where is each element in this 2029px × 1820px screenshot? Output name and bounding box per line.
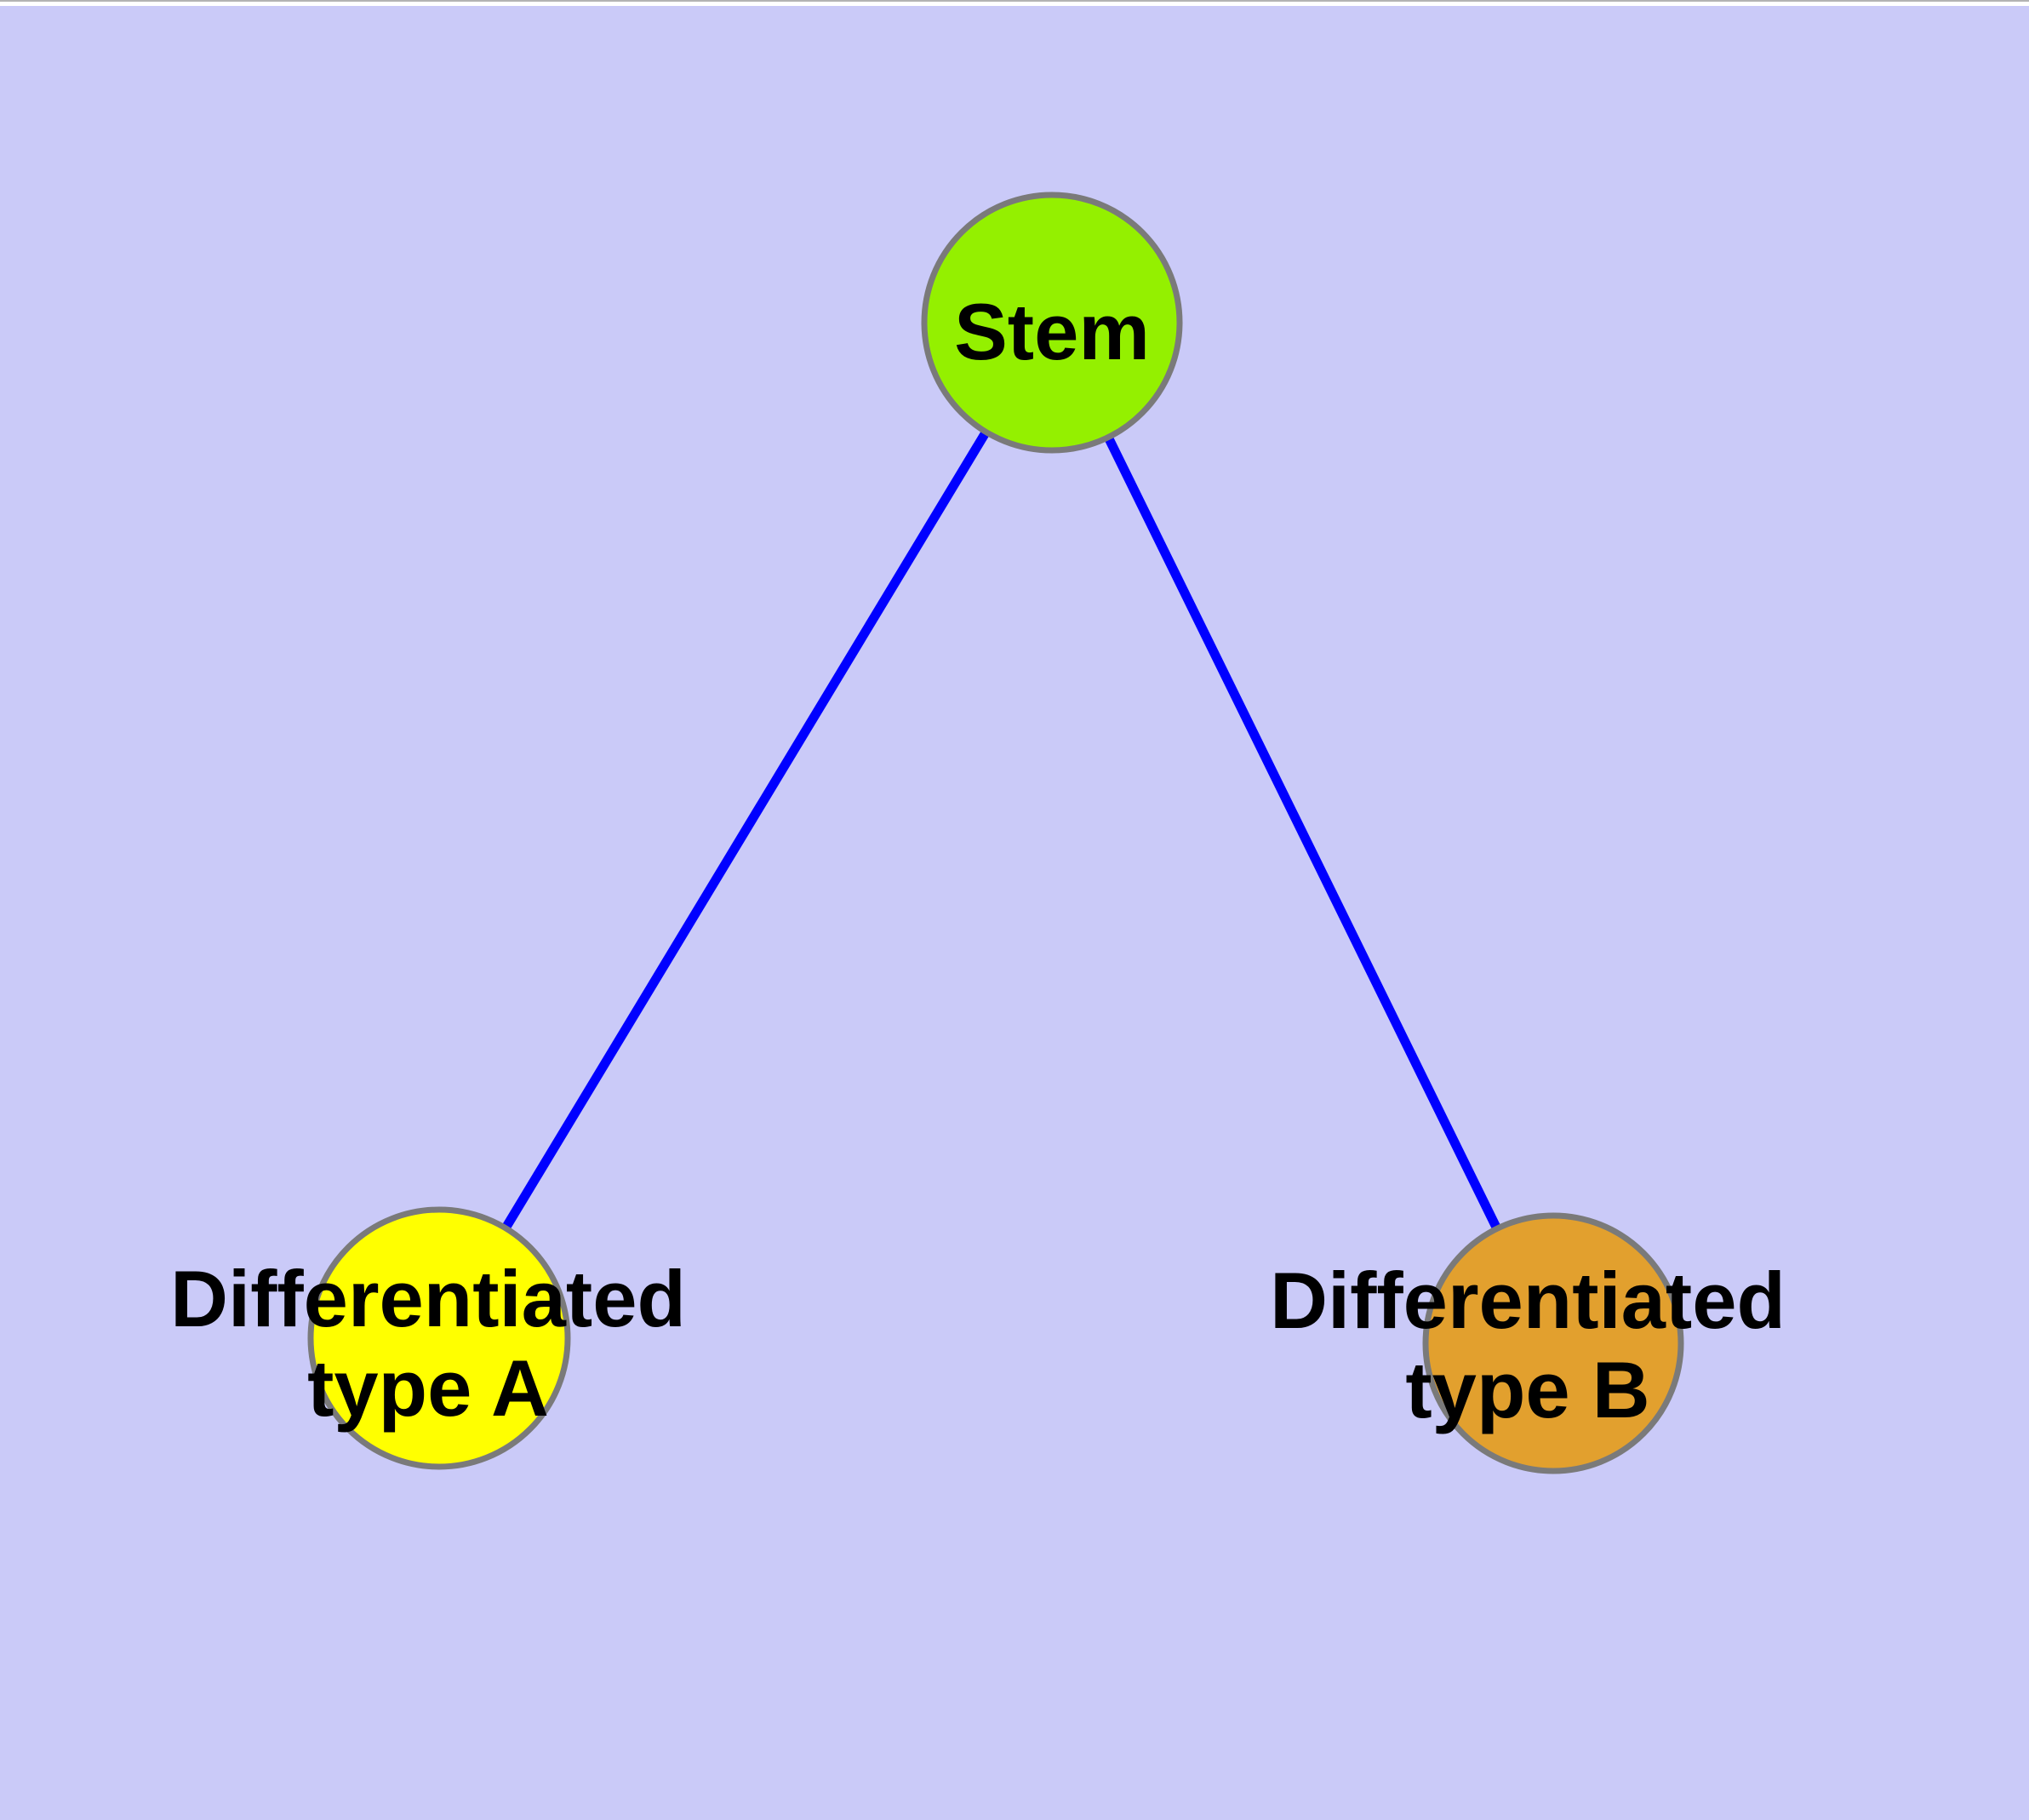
node-differentiated-type-b-circle [1422,1212,1684,1474]
node-differentiated-type-a-label-line1: Differentiated [170,1254,686,1343]
edge-stem-to-type-a [435,320,1056,1341]
cell-differentiation-graph: Stem Differentiated type A Differentiate… [0,6,2029,1820]
edge-stem-to-type-b [1048,320,1557,1346]
node-stem-circle [921,192,1183,454]
window-top-strip [0,2,2029,6]
node-differentiated-type-b-label-line1: Differentiated [1270,1256,1786,1345]
node-differentiated-type-b-label-line2: type B [1405,1345,1649,1434]
node-differentiated-type-a-circle [307,1206,571,1470]
window-top-edge-line [0,0,2029,2]
node-differentiated-type-a-label-line2: type A [307,1343,549,1433]
node-stem-label: Stem [954,287,1150,376]
